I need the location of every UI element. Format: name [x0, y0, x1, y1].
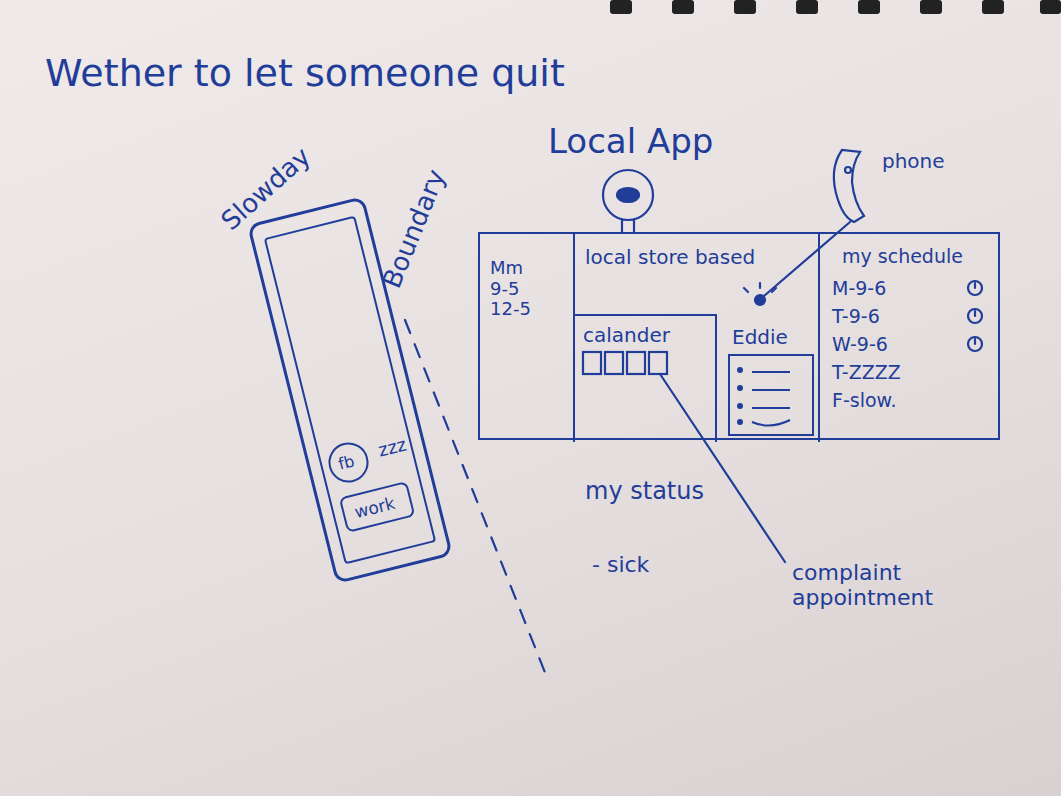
calendar-box: calander — [575, 314, 717, 442]
phone-label: phone — [882, 150, 945, 173]
node-text: W-9-6 — [832, 334, 888, 356]
node-text: T-ZZZZ — [832, 362, 901, 384]
node-text: Mm 9-5 12-5 — [490, 258, 534, 320]
status-label: my status — [585, 478, 704, 506]
boundary-label: Boundary — [377, 165, 452, 292]
hours-column: Mm 9-5 12-5 — [480, 234, 575, 442]
list-lines — [730, 356, 814, 434]
phone-sketch: Slowdayzzzfbwork — [247, 196, 453, 584]
schedule-column: my scheduleM-9-6T-9-6W-9-6T-ZZZZ F-slow. — [820, 234, 1002, 442]
node-text: Slowday — [216, 142, 317, 237]
node-text: F-slow. — [832, 390, 896, 412]
work-box: work — [339, 481, 416, 533]
node-text: Eddie — [732, 326, 788, 349]
node-text: zzz — [376, 434, 409, 461]
node-text: Local App — [548, 122, 713, 161]
node-text: fb — [337, 452, 357, 474]
node-text: T-9-6 — [832, 306, 880, 328]
fb-circle: fb — [324, 438, 372, 486]
sketch-title: Wether to let someone quit — [45, 52, 565, 96]
eddie-list — [728, 354, 814, 436]
status-item: - sick — [592, 552, 649, 577]
node-text: M-9-6 — [832, 278, 886, 300]
callout-note: complaint appointment — [792, 560, 952, 611]
node-text: calander — [583, 324, 670, 347]
store-column: local store based calander Eddie — [575, 234, 820, 442]
node-text: work — [353, 494, 398, 523]
app-panel: Local AppMm 9-5 12-5local store basedcal… — [478, 232, 1000, 440]
eddie-panel: Eddie — [722, 314, 820, 442]
node-text: local store based — [585, 246, 755, 269]
node-text: my schedule — [842, 246, 963, 268]
